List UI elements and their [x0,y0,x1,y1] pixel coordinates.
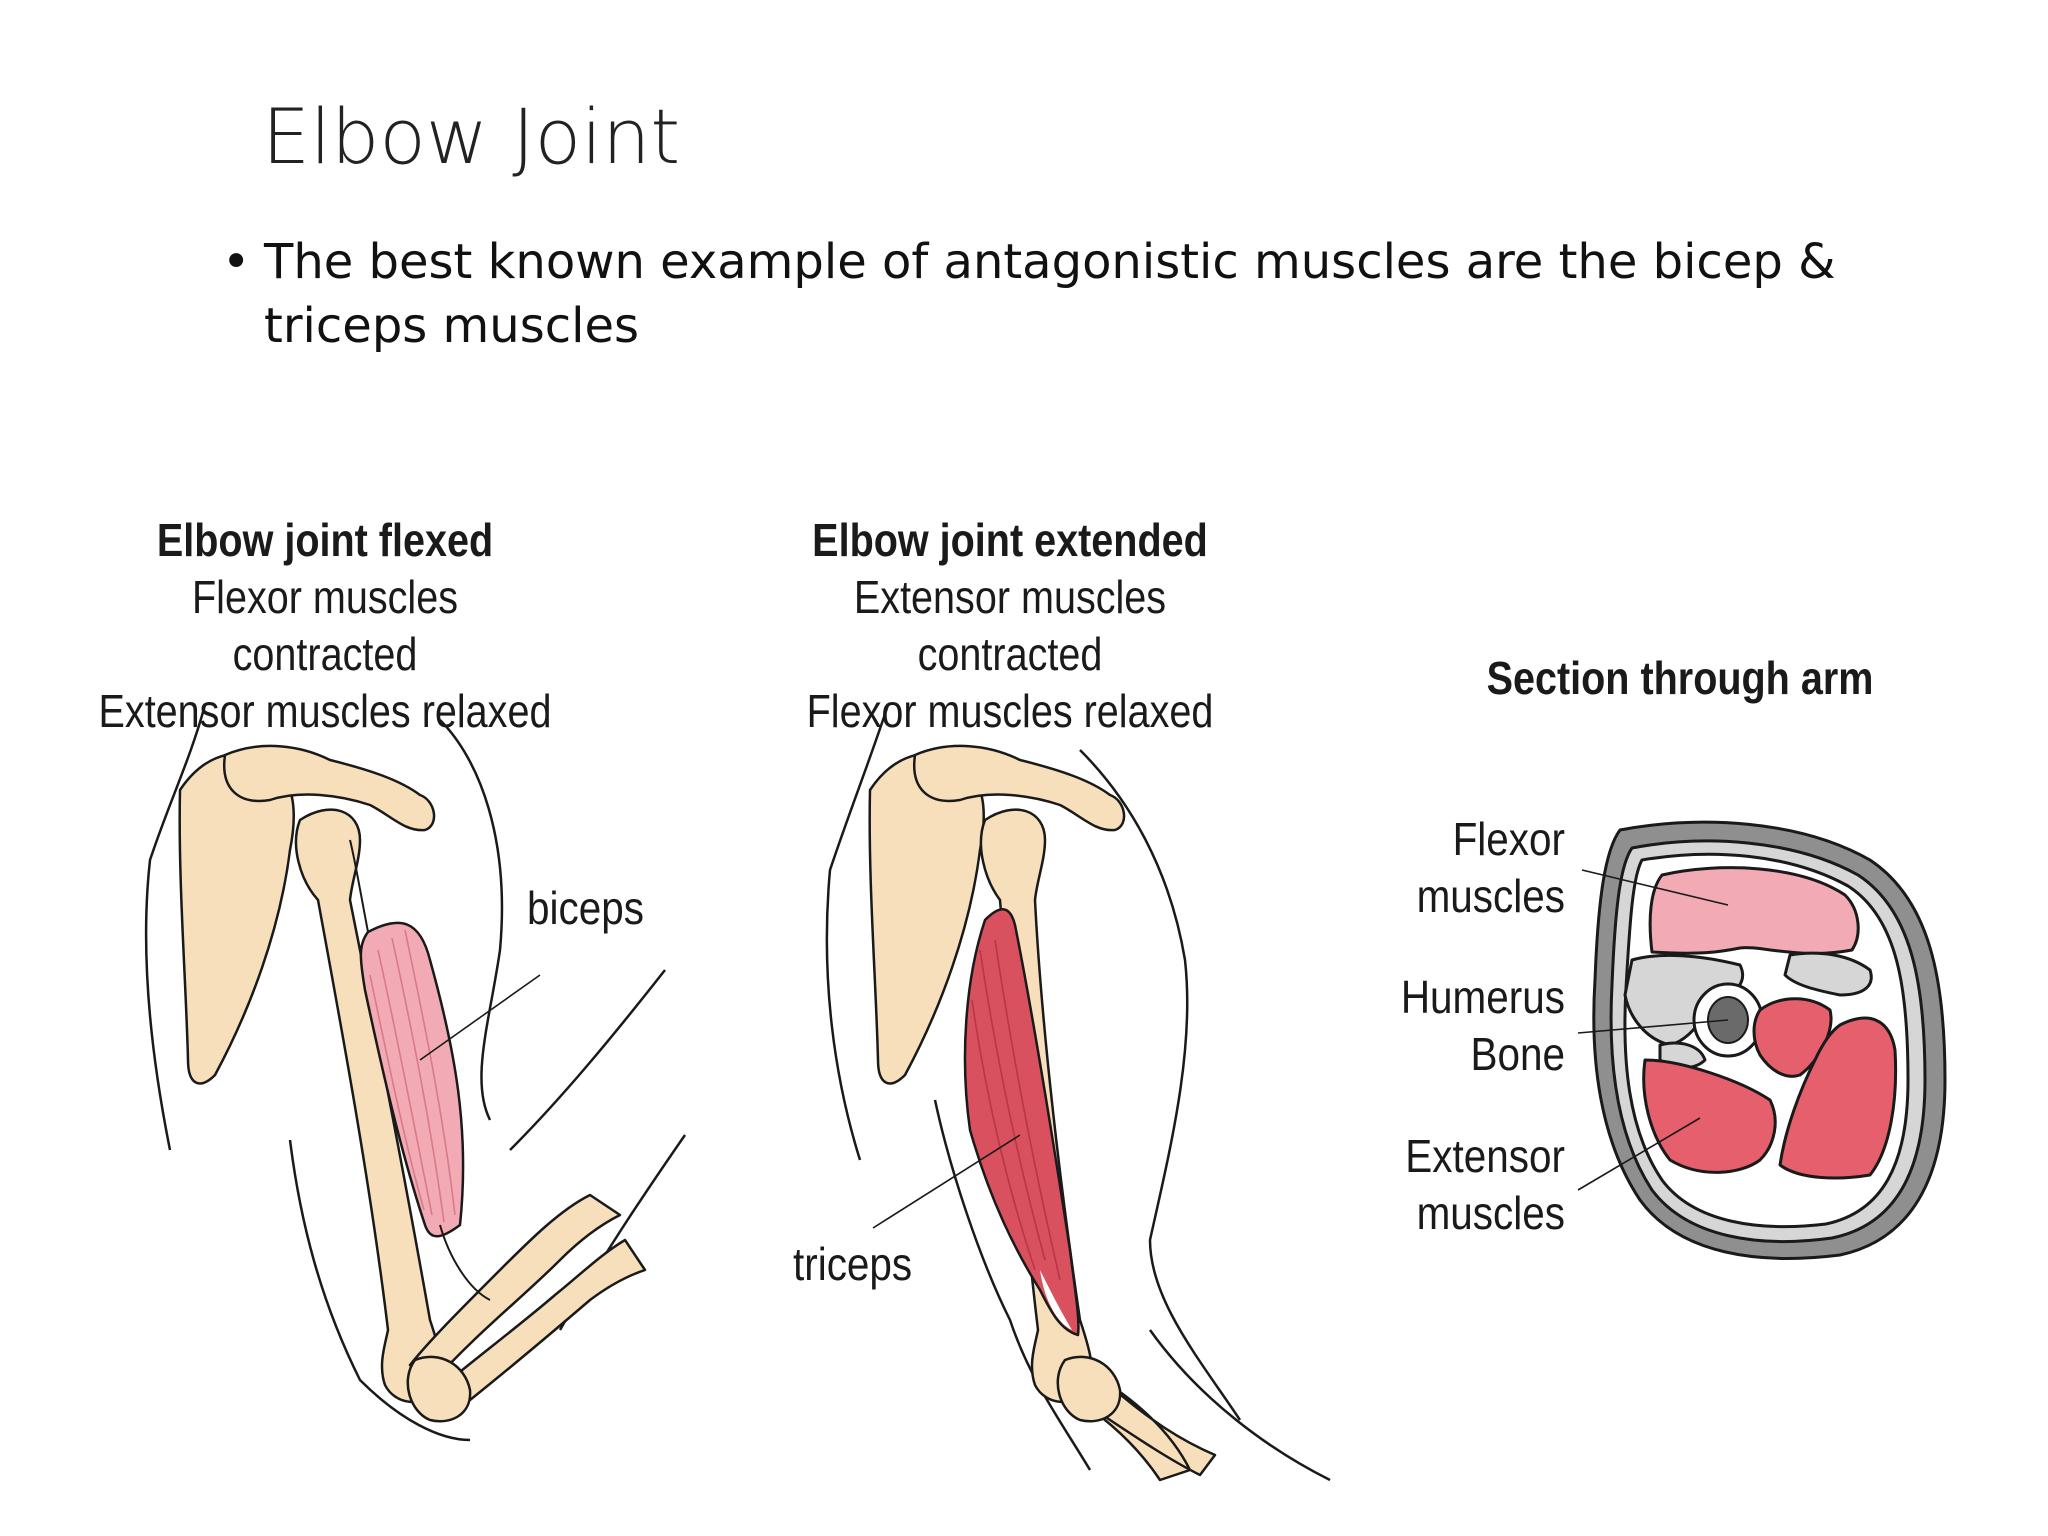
flexed-biceps-striations [369,929,456,1223]
flexor-label-line1: Flexor [1453,815,1565,866]
flexor-leader-line [1581,869,1729,906]
extended-clavicle [912,744,1126,832]
extended-line-1: Extensor muscles contracted [853,571,1167,680]
extended-back-skin [933,1099,1092,1471]
flexed-torso-outline [144,704,207,1151]
extended-heading: Elbow joint extended [812,514,1208,566]
humerus-label-line1: Humerus [1401,973,1565,1024]
bullet-text: The best known example of antagonistic m… [264,234,1836,354]
triceps-leader-line [872,1134,1021,1229]
flexed-heading: Elbow joint flexed [156,514,494,566]
extended-torso-outline [825,704,890,1161]
extended-upper-arm-skin [1079,749,1242,1421]
section-heading: Section through arm [1486,652,1874,704]
section-caption: Section through arm [1474,650,1887,707]
arm-cross-section [1592,820,1947,1260]
extensor-leader-line [1577,1117,1701,1191]
extended-arm-illustration [825,704,1331,1482]
extended-caption: Elbow joint extended Extensor muscles co… [761,512,1260,740]
flexed-line-2: Extensor muscles relaxed [98,685,552,737]
flexed-forearm-skin [509,969,666,1151]
flexed-biceps-muscle [359,921,465,1238]
section-extensor-muscle-right [1778,1016,1898,1180]
humerus-leader-line [1577,1019,1729,1034]
flexed-caption: Elbow joint flexed Flexor muscles contra… [97,512,553,740]
humerus-label-line2: Bone [1470,1030,1565,1081]
biceps-label: biceps [527,884,644,935]
triceps-label: triceps [793,1240,912,1291]
flexed-scapula [178,752,295,1085]
extensor-label-line2: muscles [1417,1189,1565,1240]
section-labels: Flexor muscles Humerus Bone Extensor mus… [1401,815,1729,1240]
flexed-forearm-bone-1 [408,1193,622,1387]
extended-forearm-outline [1148,1329,1331,1482]
extended-elbow-head [1056,1355,1122,1423]
extended-line-2: Flexor muscles relaxed [806,685,1214,737]
flexed-forearm-bone-2 [448,1238,647,1402]
flexed-line-1: Flexor muscles contracted [191,571,458,680]
biceps-tendon [349,839,491,1301]
flexor-label-line2: muscles [1417,872,1565,923]
section-extensor-muscle-top [1752,997,1833,1078]
slide-title: Elbow Joint [262,92,681,181]
flexed-arm-illustration [144,704,687,1442]
triceps-striations [971,939,1061,1281]
flexed-clavicle [222,744,436,832]
section-extensor-muscle-left [1642,1058,1777,1174]
extensor-label-line1: Extensor [1405,1132,1565,1183]
flexed-elbow-head [406,1355,472,1423]
triceps-muscle [963,908,1080,1337]
flexed-lower-outline [288,1139,471,1442]
flexed-upper-arm-skin [439,719,504,1121]
bullet-marker: • [222,234,251,290]
section-gray-muscle-right [1783,951,1873,997]
biceps-leader-line [419,974,541,1061]
